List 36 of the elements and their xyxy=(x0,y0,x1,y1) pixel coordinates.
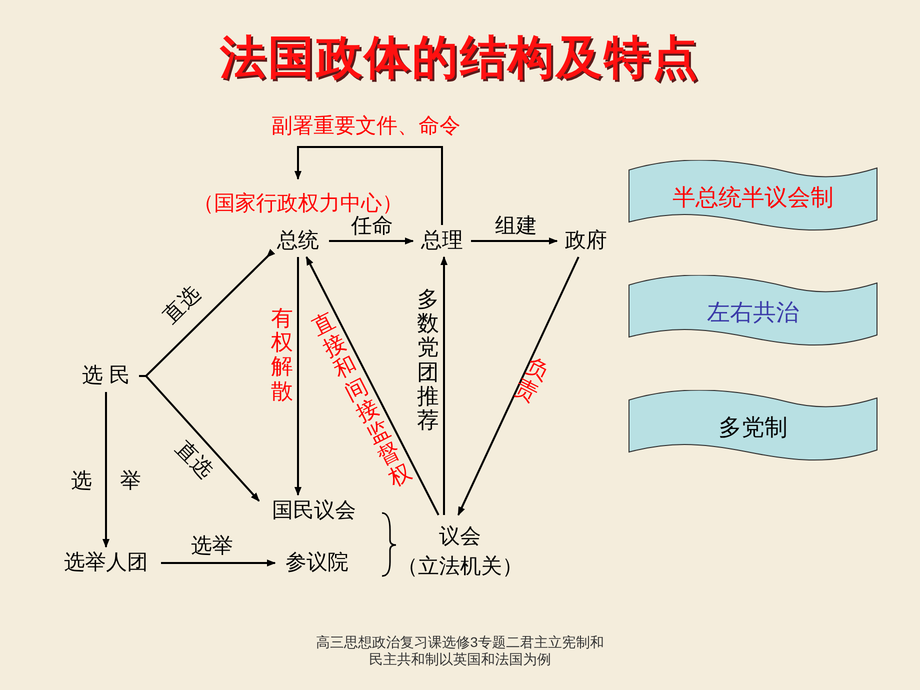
node-label: 选 民 xyxy=(82,363,130,389)
edge-label: 直接和间接监督权 xyxy=(308,308,416,492)
banner-text: 左右共治 xyxy=(707,298,799,327)
node-label: 参议院 xyxy=(286,550,348,576)
edge-label: 多数党团推荐 xyxy=(417,287,439,433)
arrow xyxy=(102,392,110,548)
node-caption: （国家行政权力中心） xyxy=(193,193,403,214)
node-label: 总理 xyxy=(421,228,463,254)
edge-label: 有权解散 xyxy=(271,306,293,404)
banner-text: 半总统半议会制 xyxy=(672,182,834,212)
node-label: 选举人团 xyxy=(64,550,148,576)
node-label: 总统 xyxy=(277,228,319,254)
edge-label: 任命 xyxy=(350,216,394,236)
node-label: 国民议会 xyxy=(272,498,356,524)
arrow xyxy=(161,559,276,567)
arrow xyxy=(294,257,302,496)
edge-label: 组建 xyxy=(494,216,538,236)
node-label: 议会 xyxy=(439,524,481,550)
arrow xyxy=(139,375,260,502)
edge-label: 负责 xyxy=(511,353,553,407)
edge-label: 副署重要文件、命令 xyxy=(270,116,462,136)
arrow xyxy=(471,237,558,245)
edge-label: 直选 xyxy=(158,281,206,329)
edge-label: 直选 xyxy=(170,436,218,484)
edge-label: 选举 xyxy=(190,536,234,556)
node-label: 政府 xyxy=(565,228,607,254)
banner-text: 多党制 xyxy=(718,412,788,442)
edge-label: 选 举 xyxy=(71,470,141,492)
arrow xyxy=(457,256,580,516)
caption: 高三思想政治复习课选修3专题二君主立宪制和民主共和制以英国和法国为例 xyxy=(315,634,605,668)
arrow xyxy=(306,256,440,516)
arrow xyxy=(329,237,414,245)
arrow xyxy=(294,146,443,225)
node-label: （立法机关） xyxy=(397,554,523,580)
title: 法国政体的结构及特点 xyxy=(220,34,700,80)
arrow xyxy=(440,256,448,515)
